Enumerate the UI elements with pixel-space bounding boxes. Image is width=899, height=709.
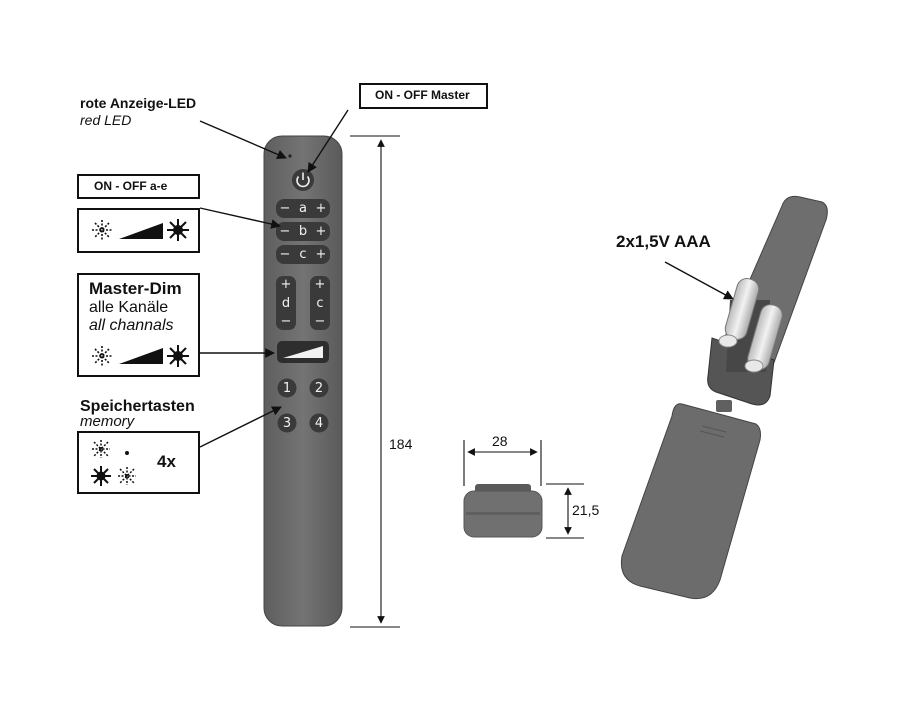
width-dimension <box>463 440 542 486</box>
sun-bright-icon <box>167 345 189 367</box>
opened-remote <box>620 195 828 600</box>
dim-ramp-icon <box>92 219 189 241</box>
channel-a-plus[interactable]: + <box>315 201 327 216</box>
sun-dim-icon <box>92 346 112 366</box>
onoff-ae-label: ON - OFF a-e <box>94 179 168 193</box>
memory-button-3 <box>277 413 297 433</box>
master-dim-title: Master-Dim <box>89 279 182 298</box>
led-label: rote Anzeige-LED <box>80 95 197 111</box>
channel-a-label[interactable]: a <box>299 201 307 216</box>
channel-a-button <box>276 199 330 218</box>
master-dim-box: Master-Dim alle Kanäle all channals <box>77 273 200 377</box>
memory-button-4 <box>309 413 329 433</box>
onoff-ae-box: ON - OFF a-e <box>77 174 200 199</box>
battery-label: 2x1,5V AAA <box>616 232 711 251</box>
master-dim-ramp-icon <box>92 345 189 367</box>
memory-2-label[interactable]: 2 <box>314 381 324 396</box>
width-value: 28 <box>492 433 508 449</box>
remote-control <box>263 135 343 627</box>
channel-c-button <box>276 245 330 264</box>
height-dimension <box>546 483 584 539</box>
memory-4-label[interactable]: 4 <box>314 416 324 431</box>
channel-a-minus[interactable]: − <box>279 201 291 216</box>
dim-c-minus[interactable]: − <box>314 314 326 329</box>
master-dim-en: all channals <box>89 317 174 334</box>
channel-c-minus[interactable]: − <box>279 247 291 262</box>
memory-count: 4x <box>157 452 176 471</box>
height-value: 21,5 <box>572 502 600 518</box>
memory-label-en: memory <box>80 413 135 430</box>
red-led <box>288 154 292 158</box>
dim-d-label: d <box>281 296 291 311</box>
channel-c-plus[interactable]: + <box>315 247 327 262</box>
memory-button-1 <box>277 378 297 398</box>
sun-bright-icon <box>167 219 189 241</box>
master-onoff-box: ON - OFF Master <box>359 83 488 109</box>
length-value: 184 <box>389 436 413 452</box>
sun-dim-icon <box>92 220 112 240</box>
dim-symbol-box <box>77 208 200 253</box>
memory-box: 4x <box>77 431 200 494</box>
memory-1-label[interactable]: 1 <box>282 381 292 396</box>
dim-d-plus[interactable]: + <box>280 277 292 292</box>
memory-button-2 <box>309 378 329 398</box>
end-cap <box>463 484 543 538</box>
dim-c-label: c <box>316 296 324 311</box>
channel-b-minus[interactable]: − <box>279 224 291 239</box>
channel-b-plus[interactable]: + <box>315 224 327 239</box>
led-label-en: red LED <box>80 112 132 128</box>
channel-b-label[interactable]: b <box>298 224 308 239</box>
battery-pair <box>718 278 783 373</box>
master-dim-de: alle Kanäle <box>89 299 169 316</box>
length-dimension <box>350 135 400 628</box>
memory-label: Speichertasten <box>80 398 195 415</box>
memory-3-label[interactable]: 3 <box>282 416 292 431</box>
channel-c-label[interactable]: c <box>299 247 307 262</box>
dim-c-plus[interactable]: + <box>314 277 326 292</box>
dim-c-button <box>310 276 330 330</box>
channel-b-button <box>276 222 330 241</box>
dim-d-minus[interactable]: − <box>280 314 292 329</box>
battery-callout-line <box>664 261 734 300</box>
master-onoff-label: ON - OFF Master <box>375 88 470 102</box>
memory-states-icon <box>91 440 136 486</box>
dim-d-button <box>276 276 296 330</box>
callout-lines <box>199 109 349 448</box>
